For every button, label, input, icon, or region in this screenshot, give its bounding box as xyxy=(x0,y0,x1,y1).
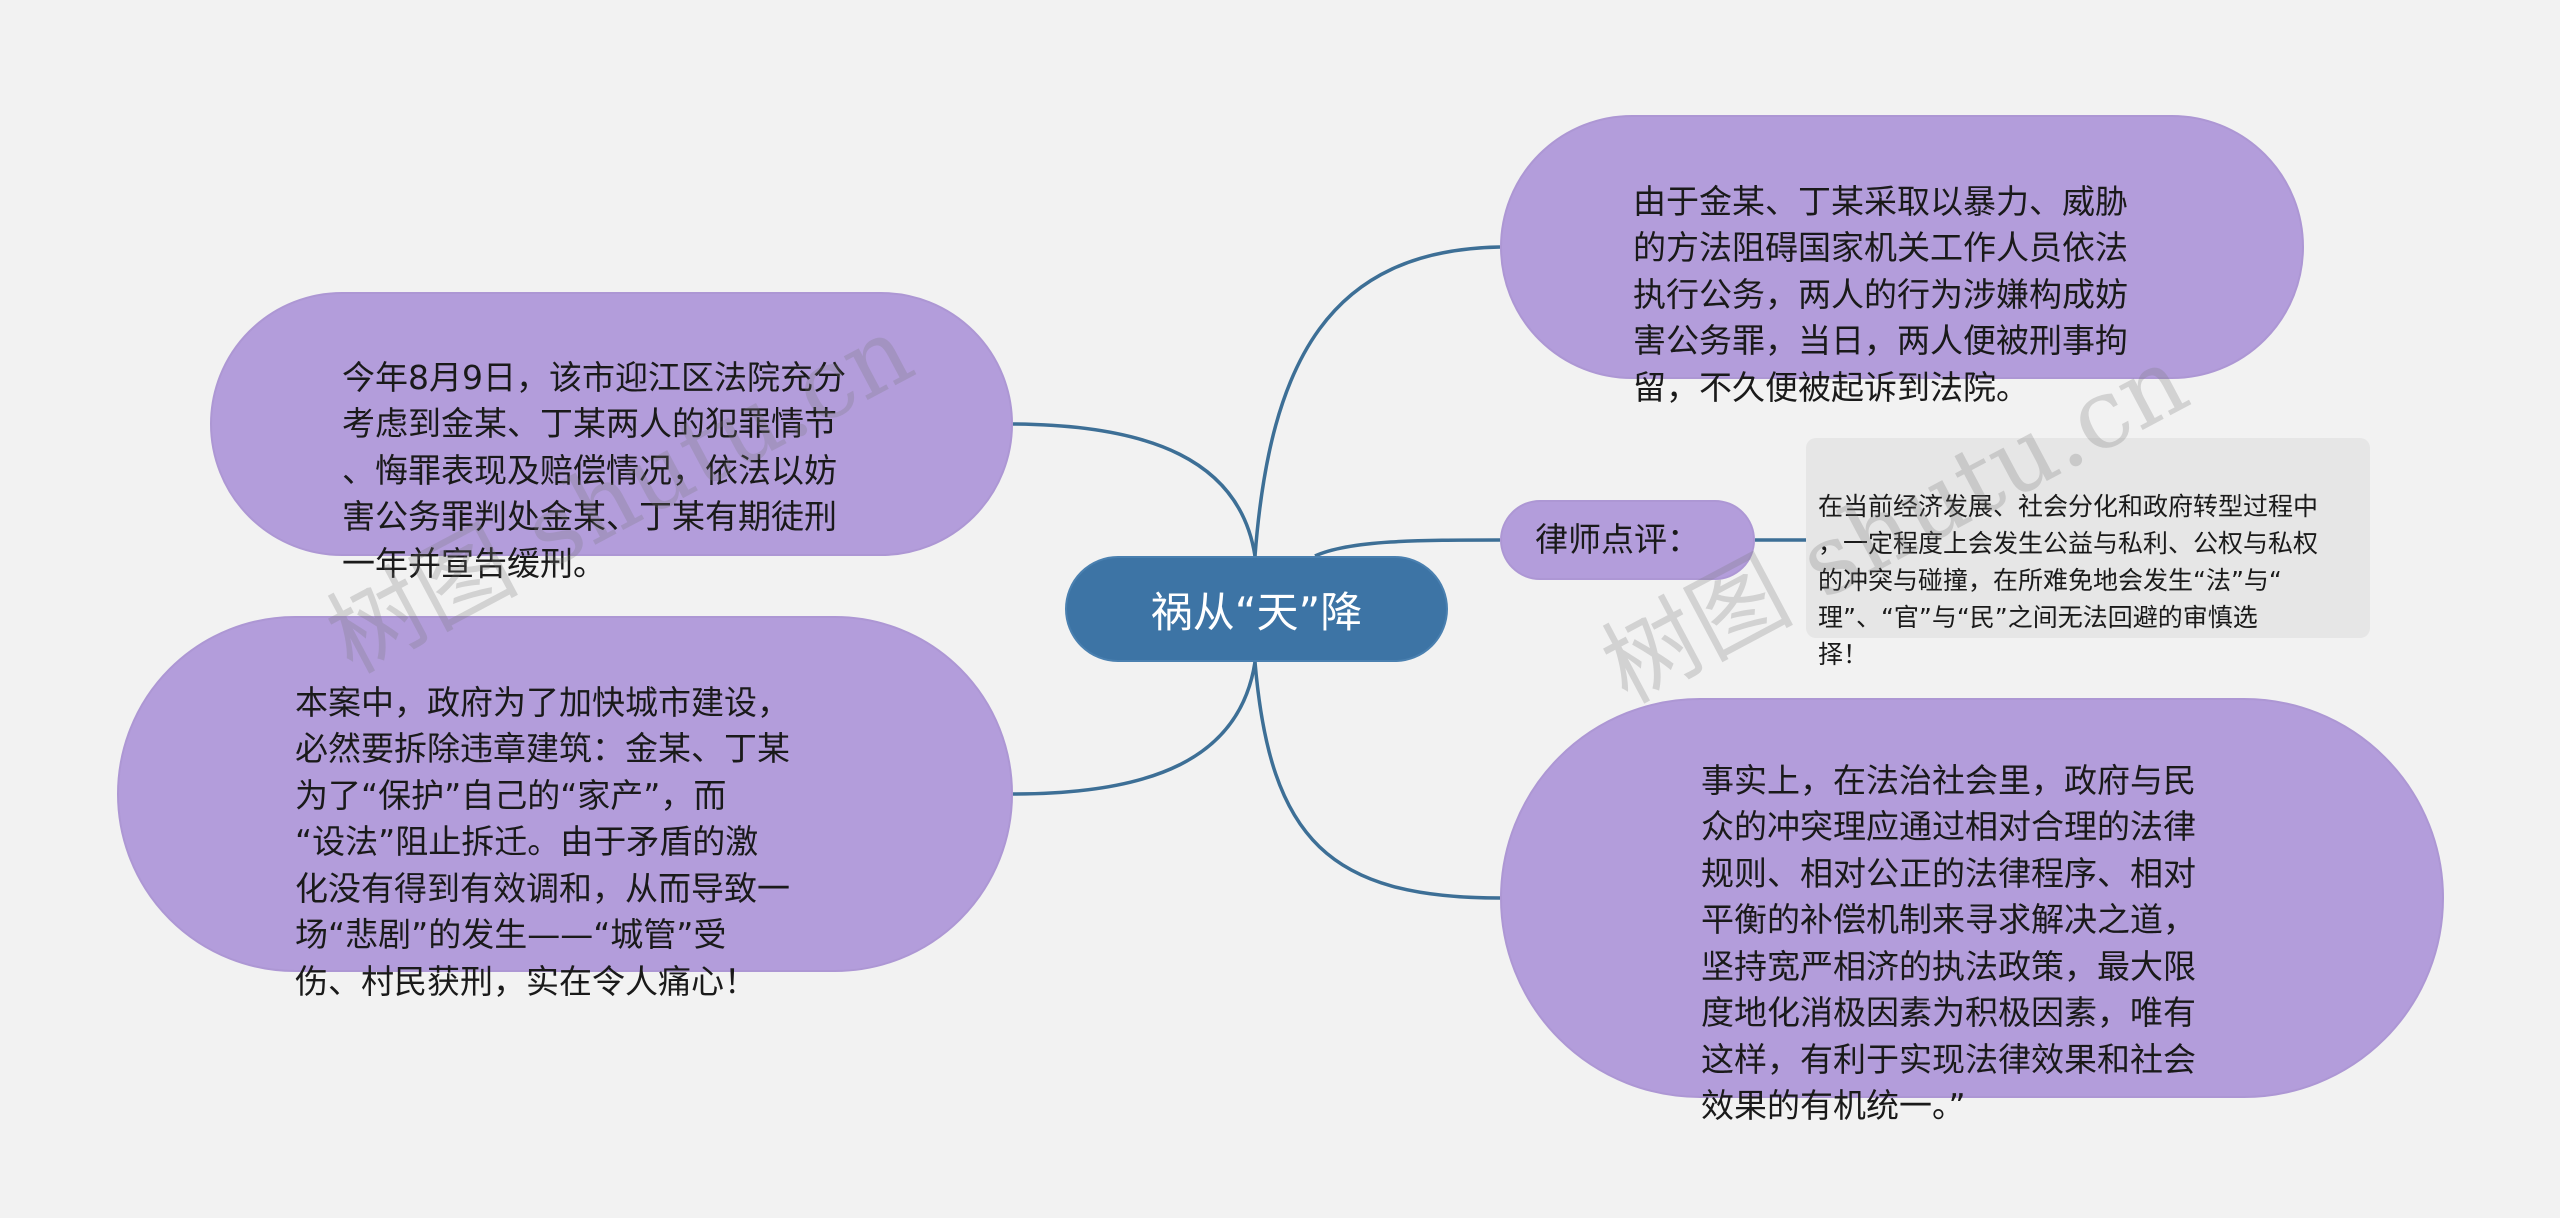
subtopic-verdict-text: 今年8月9日，该市迎江区法院充分 考虑到金某、丁某两人的犯罪情节 、悔罪表现及赔… xyxy=(342,357,846,583)
subtopic-lawyer-comment[interactable]: 律师点评： xyxy=(1500,500,1755,580)
subtopic-rule-of-law[interactable]: 事实上，在法治社会里，政府与民 众的冲突理应通过相对合理的法律 规则、相对公正的… xyxy=(1500,698,2444,1125)
subtopic-case-analysis-text: 本案中，政府为了加快城市建设， 必然要拆除违章建筑：金某、丁某 为了“保护”自己… xyxy=(295,682,790,1001)
lawyer-comment-note-text: 在当前经济发展、社会分化和政府转型过程中 ，一定程度上会发生公益与私利、公权与私… xyxy=(1818,492,2319,669)
connector-lawyer xyxy=(1314,538,1501,558)
root-topic[interactable]: 祸从“天”降 xyxy=(1065,556,1448,662)
subtopic-rule-of-law-text: 事实上，在法治社会里，政府与民 众的冲突理应通过相对合理的法律 规则、相对公正的… xyxy=(1701,760,2196,1126)
lawyer-comment-note[interactable]: 在当前经济发展、社会分化和政府转型过程中 ，一定程度上会发生公益与私利、公权与私… xyxy=(1806,438,2370,669)
connector-top-right xyxy=(1253,245,1501,557)
subtopic-obstruction-charge-text: 由于金某、丁某采取以暴力、威胁 的方法阻碍国家机关工作人员依法 执行公务，两人的… xyxy=(1633,181,2128,407)
subtopic-lawyer-comment-label: 律师点评： xyxy=(1535,519,1700,559)
root-topic-label: 祸从“天”降 xyxy=(1150,587,1363,637)
subtopic-obstruction-charge[interactable]: 由于金某、丁某采取以暴力、威胁 的方法阻碍国家机关工作人员依法 执行公务，两人的… xyxy=(1500,115,2304,407)
connector-bottom-left xyxy=(1012,661,1257,796)
connector-bottom-right xyxy=(1253,661,1501,900)
subtopic-case-analysis[interactable]: 本案中，政府为了加快城市建设， 必然要拆除违章建筑：金某、丁某 为了“保护”自己… xyxy=(117,616,1013,1001)
connector-top-left xyxy=(1012,422,1257,557)
subtopic-verdict[interactable]: 今年8月9日，该市迎江区法院充分 考虑到金某、丁某两人的犯罪情节 、悔罪表现及赔… xyxy=(210,292,1013,583)
